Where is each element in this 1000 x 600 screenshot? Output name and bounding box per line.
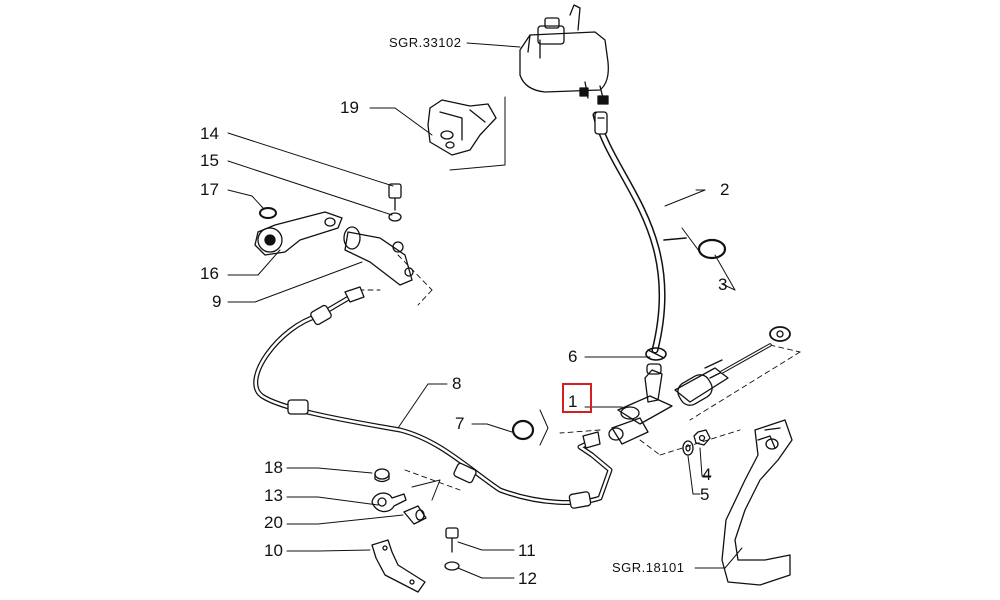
clutch-pedal [721, 419, 793, 586]
slave-cylinder [343, 226, 414, 286]
dashed-assembly-lines [349, 254, 801, 491]
callout-18: 18 [264, 458, 283, 477]
callout-14: 14 [200, 124, 219, 143]
callout-8: 8 [452, 374, 462, 393]
callout-2: 2 [720, 180, 730, 199]
master-cylinder [608, 326, 791, 445]
o-ring-3 [697, 238, 727, 260]
callout-1: 1 [568, 392, 578, 411]
callout-10: 10 [264, 541, 283, 560]
nut-18 [374, 468, 390, 483]
washer-12 [444, 561, 460, 571]
callout-17: 17 [200, 180, 219, 199]
highlight-box [562, 383, 592, 413]
grommet-20 [403, 505, 427, 525]
clamp-13 [371, 492, 407, 513]
o-ring-7 [511, 419, 535, 441]
callout-11: 11 [518, 541, 536, 560]
fluid-reservoir [519, 4, 609, 105]
callout-4: 4 [702, 465, 712, 484]
callout-3: 3 [718, 275, 728, 294]
clutch-pipe [253, 286, 613, 509]
bracket-lines [411, 96, 703, 501]
callout-19: 19 [340, 98, 359, 117]
hose-clip-6 [645, 347, 667, 361]
washer-5 [682, 440, 694, 456]
leader-lines [227, 42, 743, 579]
bolt-11 [445, 527, 459, 553]
callout-12: 12 [518, 569, 537, 588]
callout-16: 16 [200, 264, 219, 283]
pedal-reference: SGR.18101 [612, 560, 685, 575]
bolt-14 [388, 183, 402, 211]
callout-9: 9 [212, 292, 222, 311]
clip-bracket-19 [427, 99, 497, 156]
washer-15 [388, 212, 402, 222]
release-lever-16 [254, 211, 343, 256]
nut-4 [693, 429, 711, 446]
callout-20: 20 [264, 513, 283, 532]
reservoir-reference: SGR.33102 [389, 35, 462, 50]
bracket-10 [371, 539, 426, 593]
callout-5: 5 [700, 485, 710, 504]
callout-7: 7 [455, 414, 465, 433]
supply-hose [592, 111, 687, 354]
callout-13: 13 [264, 486, 283, 505]
bush-17 [259, 207, 277, 219]
callout-15: 15 [200, 151, 219, 170]
callout-6: 6 [568, 347, 578, 366]
